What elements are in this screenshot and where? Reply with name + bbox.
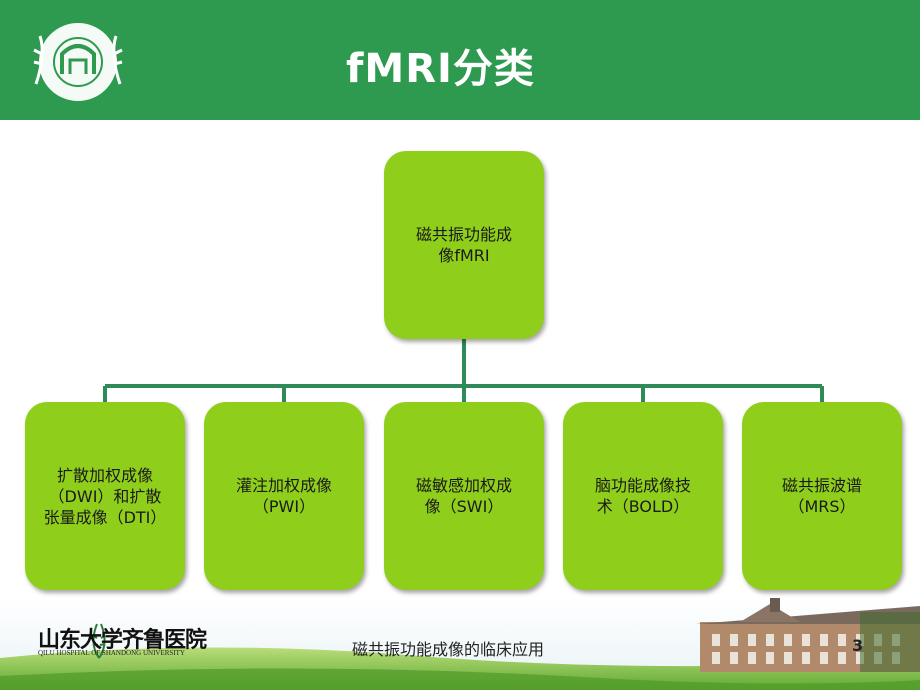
child-node-pwi: 灌注加权成像 （PWI）: [204, 402, 364, 590]
header-bar: fMRI分类: [0, 0, 920, 120]
child-node-swi: 磁敏感加权成 像（SWI）: [384, 402, 544, 590]
slide-title: fMRI分类: [346, 46, 535, 92]
child-node-bold: 脑功能成像技 术（BOLD）: [563, 402, 723, 590]
root-node-fmri: 磁共振功能成 像fMRI: [384, 151, 544, 339]
child-node-label: 灌注加权成像 （PWI）: [235, 476, 332, 516]
footer-landscape: [0, 598, 920, 690]
footer-logo-icon: [92, 623, 106, 659]
footer-brand-english: QILU HOSPITAL OF SHANDONG UNIVERSITY: [38, 649, 185, 657]
child-node-mrs: 磁共振波谱 （MRS）: [742, 402, 902, 590]
child-node-label: 磁敏感加权成 像（SWI）: [415, 476, 512, 516]
building-illustration: [696, 598, 920, 672]
child-node-dwi-dti: 扩散加权成像 （DWI）和扩散 张量成像（DTI）: [25, 402, 185, 590]
child-node-label: 脑功能成像技 术（BOLD）: [594, 476, 691, 516]
footer-brand-chinese: 山东大学齐鲁医院: [38, 627, 207, 653]
footer-caption: 磁共振功能成像的临床应用: [352, 640, 545, 659]
child-node-label: 磁共振波谱 （MRS）: [781, 476, 862, 516]
child-node-label: 扩散加权成像 （DWI）和扩散 张量成像（DTI）: [43, 465, 167, 527]
page-number: 3: [852, 636, 864, 655]
root-node-label: 磁共振功能成 像fMRI: [415, 225, 512, 265]
hospital-logo: [33, 21, 123, 103]
